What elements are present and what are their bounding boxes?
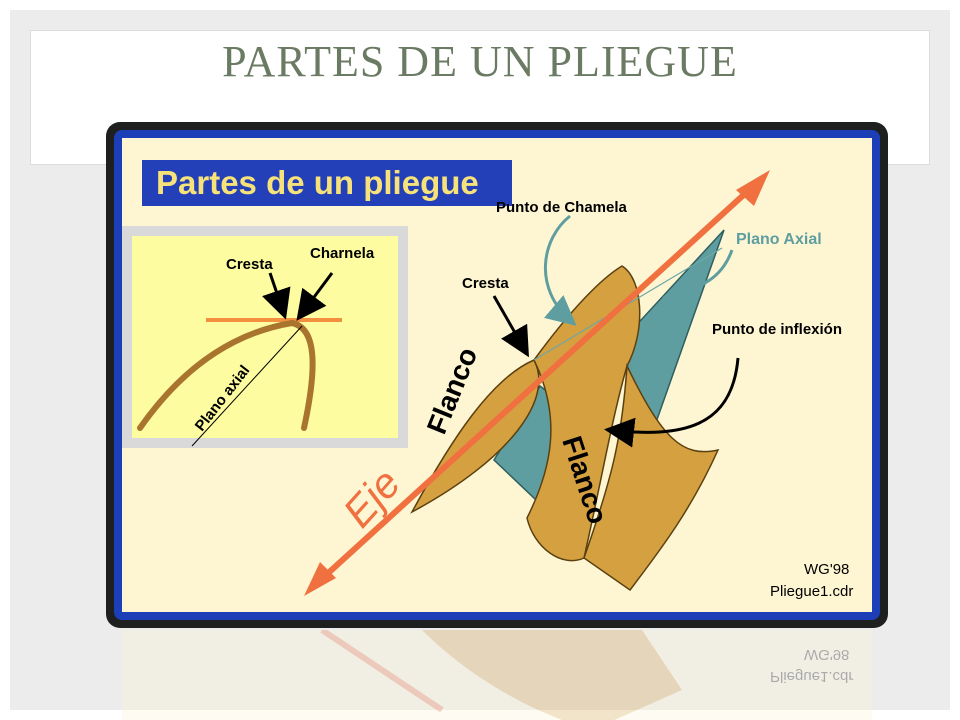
figure-panel-title: Partes de un pliegue: [142, 160, 512, 206]
punto-charnela-arrow: [544, 214, 577, 326]
reflection-credit-2: Pliegue1.cdr: [770, 668, 853, 685]
label-punto-charnela: Punto de Chamela: [496, 199, 628, 216]
inset-left-limb: [137, 320, 295, 431]
reflection-diagram: WG'98 Pliegue1.cdr: [320, 630, 853, 720]
label-cresta: Cresta: [462, 275, 509, 292]
reflection-fold: [422, 630, 682, 720]
inset-panel: Cresta Charnela Plano axial: [122, 226, 408, 448]
inset-background: [132, 236, 398, 438]
inset-right-limb: [289, 320, 316, 431]
fold-diagram: Cresta Charnela Plano axial: [122, 170, 853, 600]
eje-arrowhead-bottom: [304, 562, 336, 596]
inset-label-cresta: Cresta: [226, 256, 273, 273]
eje-axis-arrow: [304, 170, 770, 596]
plano-axial-arrow: [662, 249, 734, 306]
label-punto-inflexion: Punto de inflexión: [712, 321, 842, 338]
credit-line-1: WG'98: [804, 561, 849, 578]
credit-line-2: Pliegue1.cdr: [770, 583, 853, 600]
eje-arrowhead-top: [736, 170, 770, 206]
figure-frame: Partes de un pliegue: [106, 122, 888, 628]
inset-cresta-arrow: [262, 272, 291, 320]
figure-reflection: WG'98 Pliegue1.cdr: [106, 630, 888, 720]
fold-hinge-surface: [526, 265, 641, 562]
inset-axial-line: [191, 325, 303, 447]
cresta-arrow: [492, 295, 529, 358]
reflection-axis: [320, 630, 444, 713]
reflection-credit-1: WG'98: [804, 646, 849, 663]
figure-canvas: Partes de un pliegue: [122, 138, 872, 612]
fold-right-flank: [583, 363, 720, 592]
figure-blue-border: Partes de un pliegue: [114, 130, 880, 620]
punto-inflexion-arrow: [604, 357, 740, 448]
eje-axis-line: [311, 177, 763, 589]
inset-label-charnela: Charnela: [310, 245, 375, 262]
inset-charnela-arrow: [296, 272, 334, 321]
label-plano-axial: Plano Axial: [736, 231, 822, 248]
label-eje: Eje: [334, 459, 410, 536]
slide-title: PARTES DE UN PLIEGUE: [222, 37, 738, 86]
